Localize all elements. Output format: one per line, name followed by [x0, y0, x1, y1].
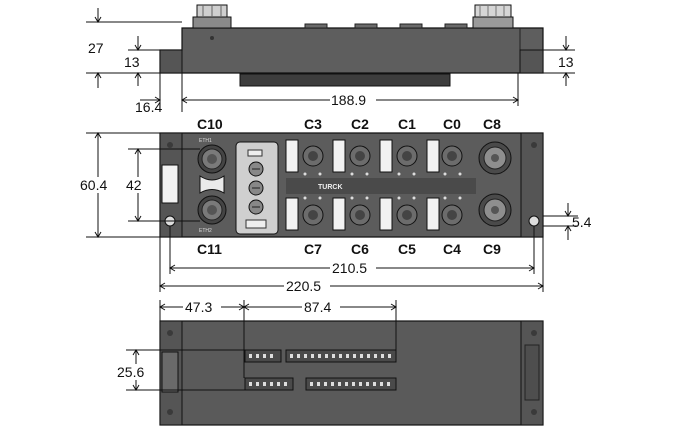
label-c7: C7	[304, 241, 322, 257]
eth-port-1: ETH1	[197, 138, 227, 174]
dim-side-height: 27	[88, 40, 104, 56]
terminal-block-4	[305, 377, 397, 391]
connector-c6	[349, 204, 371, 226]
label-c8: C8	[483, 116, 501, 132]
mount-hole-right	[528, 215, 540, 227]
brand-label: TURCK	[318, 184, 343, 191]
terminal-block-3	[244, 377, 294, 391]
label-c6: C6	[351, 241, 369, 257]
front-dimensions: 60.4 42 5.4 210.5 220.5	[78, 132, 592, 294]
side-dimensions: 27 13 13 16.4 188.9	[86, 8, 575, 115]
dim-side-body-right: 13	[558, 54, 574, 70]
dim-bottom-terminal-length: 87.4	[304, 299, 331, 315]
eth1-label: ETH1	[199, 138, 212, 144]
dim-bottom-terminal-height: 25.6	[117, 364, 144, 380]
side-body	[159, 27, 544, 74]
connector-c0	[441, 145, 463, 167]
io-connectors	[302, 141, 512, 227]
connector-c1	[396, 145, 418, 167]
eth-port-2: ETH2	[197, 195, 227, 234]
rotary-switch-panel	[235, 141, 279, 235]
label-c1: C1	[398, 116, 416, 132]
connector-c8	[478, 141, 512, 175]
dim-front-inner: 42	[126, 177, 142, 193]
bottom-dimensions: 47.3 87.4 25.6	[116, 299, 397, 391]
label-c3: C3	[304, 116, 322, 132]
dim-side-body-left: 13	[124, 54, 140, 70]
connector-c3	[302, 145, 324, 167]
bottom-view	[159, 320, 544, 426]
base-plate	[239, 73, 451, 87]
dim-front-height: 60.4	[80, 177, 107, 193]
terminal-block-2	[285, 349, 397, 363]
eth2-label: ETH2	[199, 228, 212, 234]
dim-side-offset: 16.4	[135, 99, 162, 115]
dim-front-length: 220.5	[286, 278, 321, 294]
label-area-left	[161, 164, 179, 204]
front-view: ETH1 ETH2 TURCK	[159, 132, 544, 238]
dim-front-hole-offset: 5.4	[572, 214, 592, 230]
status-leds	[303, 172, 462, 200]
label-c2: C2	[351, 116, 369, 132]
label-c11: C11	[197, 241, 222, 257]
label-c9: C9	[483, 241, 501, 257]
bottom-body	[159, 320, 544, 426]
side-connector-right	[472, 4, 514, 29]
dim-bottom-offset: 47.3	[185, 299, 212, 315]
connector-c5	[396, 204, 418, 226]
connector-c9	[478, 193, 512, 227]
label-c0: C0	[443, 116, 461, 132]
dim-side-length: 188.9	[331, 92, 366, 108]
label-c5: C5	[398, 241, 416, 257]
connector-c7	[302, 204, 324, 226]
label-c10: C10	[197, 116, 223, 132]
terminal-block-1	[244, 349, 282, 363]
side-view	[159, 4, 544, 87]
label-c4: C4	[443, 241, 461, 257]
connector-c2	[349, 145, 371, 167]
connector-c4	[441, 204, 463, 226]
dim-front-hole-spacing: 210.5	[332, 260, 367, 276]
label-slots	[285, 139, 440, 231]
side-connector-left	[192, 4, 232, 29]
connector-labels: C10 C3 C2 C1 C0 C8 C11 C7 C6 C5 C4 C9	[197, 116, 501, 257]
